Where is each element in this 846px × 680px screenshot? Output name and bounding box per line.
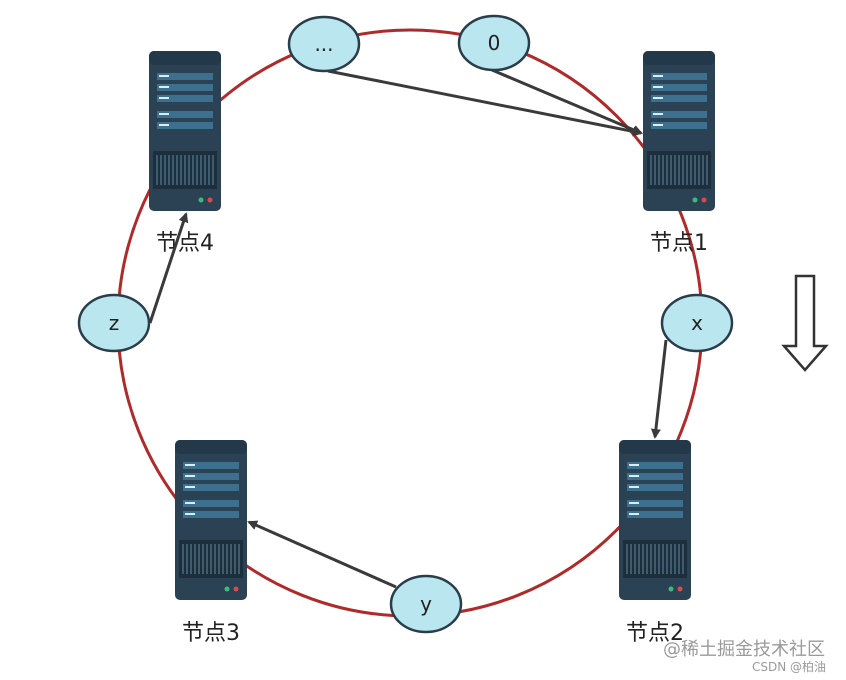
arrow-y-to-node3 [247, 520, 397, 589]
node4-label: 节点4 [156, 231, 214, 256]
key-ellipsis: ... [287, 15, 361, 73]
key-z-label: z [109, 311, 120, 335]
server-node1-icon [642, 50, 716, 212]
key-z: z [77, 293, 151, 353]
key-0-label: 0 [488, 31, 501, 55]
node1-label: 节点1 [650, 231, 708, 256]
arrow-x-to-node2 [650, 339, 668, 439]
arrow-0-to-node1 [491, 68, 643, 135]
key-x-label: x [691, 311, 703, 335]
arrow-z-to-node4 [148, 212, 189, 324]
node2-label: 节点2 [626, 621, 684, 646]
key-y: y [389, 574, 463, 634]
watermark-main: @稀土掘金技术社区 [663, 639, 825, 660]
watermark-sub: CSDN @柏油 [752, 659, 826, 674]
arrow-ellipsis-to-node1 [327, 69, 643, 137]
key-0: 0 [457, 14, 531, 72]
key-ellipsis-label: ... [314, 32, 333, 56]
server-node4-icon [148, 50, 222, 212]
key-x: x [660, 293, 734, 353]
node3-label: 节点3 [182, 621, 240, 646]
server-node3-icon [174, 439, 248, 601]
hollow-down-arrow-icon [781, 274, 829, 372]
key-y-label: y [420, 592, 432, 616]
server-node2-icon [618, 439, 692, 601]
